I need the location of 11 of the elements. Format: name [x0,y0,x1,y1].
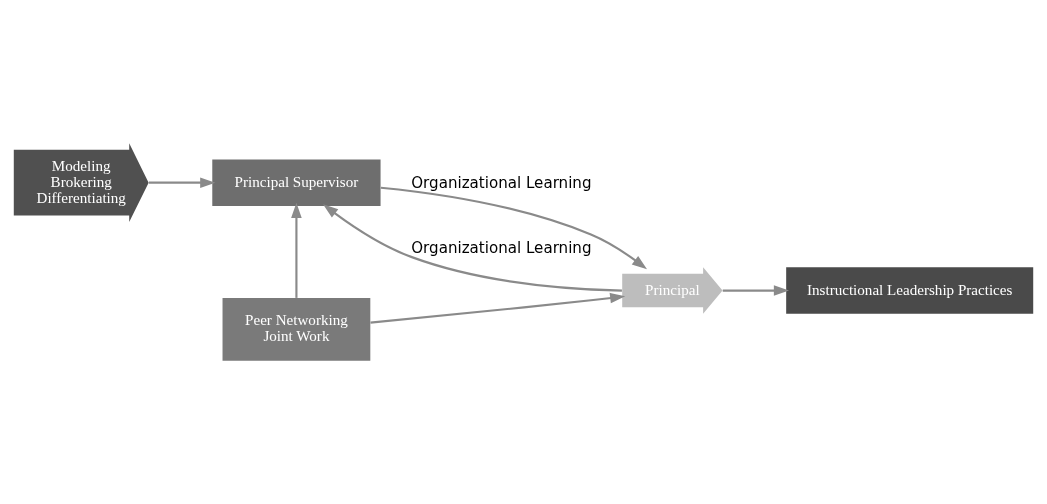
edge-label: Organizational Learning [411,174,592,193]
node-box: Peer Networking Joint Work [222,298,371,361]
arrow [148,177,216,188]
arrow [380,186,648,270]
arrow [291,202,302,298]
node-box: Instructional Leadership Practices [786,267,1034,314]
arrow [722,285,789,296]
node-box: Principal Supervisor [212,159,381,206]
edge-label: Organizational Learning [411,239,592,258]
arrow [323,204,622,292]
arrow [370,292,626,324]
